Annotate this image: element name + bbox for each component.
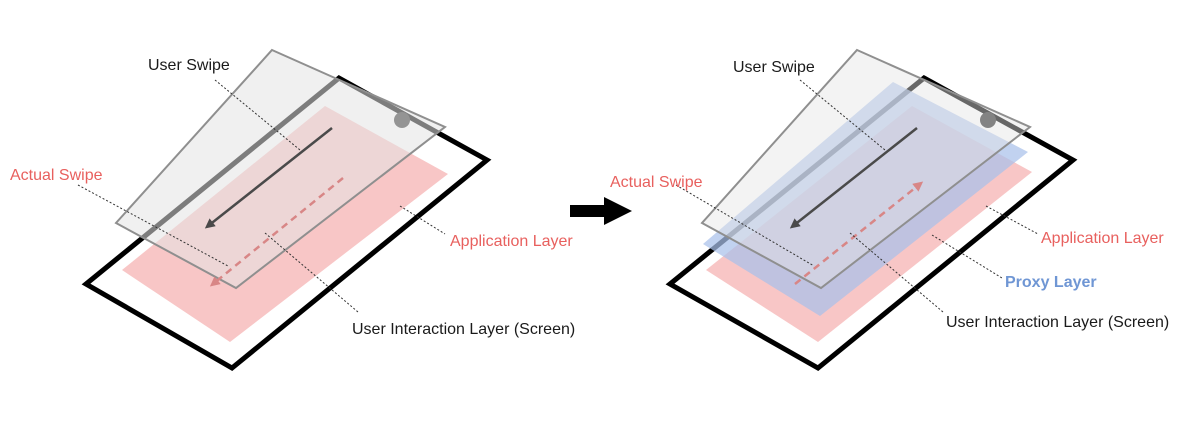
right-leader-proxy — [931, 234, 1003, 279]
right-proxy-layer-label: Proxy Layer — [1005, 274, 1097, 291]
right-user-swipe-label: User Swipe — [733, 59, 815, 76]
left-leader-application — [399, 205, 446, 235]
right-arrow-icon — [570, 197, 632, 225]
right-actual-swipe-arrow — [794, 181, 924, 285]
left-leader-lines — [77, 79, 446, 313]
right-panel: User Swipe Actual Swipe Application Laye… — [610, 48, 1169, 372]
left-application-layer-label: Application Layer — [450, 233, 573, 250]
left-actual-swipe-label: Actual Swipe — [10, 167, 103, 184]
right-leader-lines — [675, 79, 1039, 313]
right-application-layer-label: Application Layer — [1041, 230, 1164, 247]
right-leader-application — [985, 205, 1039, 235]
right-screen-layer-label: User Interaction Layer (Screen) — [946, 314, 1169, 331]
left-leader-screen — [264, 232, 359, 313]
left-leader-actual-swipe — [77, 184, 229, 267]
right-proxy-layer — [703, 82, 1028, 316]
left-panel: User Swipe Actual Swipe Application Laye… — [10, 48, 575, 372]
right-camera-notch — [980, 112, 996, 128]
right-leader-actual-swipe — [675, 184, 815, 267]
left-user-swipe-arrow — [204, 127, 333, 229]
left-screen-layer-label: User Interaction Layer (Screen) — [352, 321, 575, 338]
right-leader-screen — [849, 232, 944, 313]
left-actual-swipe-arrow — [209, 177, 344, 287]
right-user-swipe-arrow — [789, 127, 918, 229]
right-actual-swipe-label: Actual Swipe — [610, 174, 703, 191]
left-user-swipe-label: User Swipe — [148, 57, 230, 74]
